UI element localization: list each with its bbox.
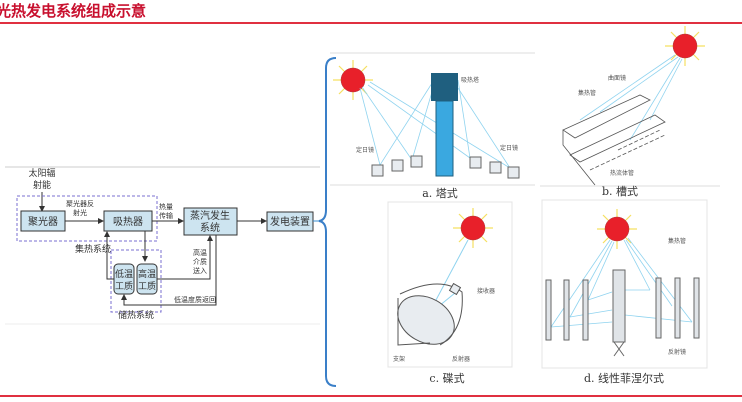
absorber-box: 吸热器 bbox=[113, 215, 143, 228]
tower-label: 吸热塔 bbox=[461, 76, 479, 84]
concentrator-box: 聚光器 bbox=[28, 215, 58, 228]
caption-a: a. 塔式 bbox=[422, 187, 458, 200]
high-tank-2: 工质 bbox=[138, 280, 156, 292]
storage-sys-label: 储热系统 bbox=[118, 309, 154, 321]
mirror-label: 曲面镜 bbox=[608, 74, 626, 82]
page-title: 光热发电系统组成示意 bbox=[0, 2, 147, 20]
steam-box: 蒸汽发生 bbox=[190, 209, 230, 222]
fluid-label: 热流体管 bbox=[610, 169, 634, 177]
panel-fresnel: 集热管 反射镜 d. 线性菲涅尔式 bbox=[541, 199, 708, 385]
support-label: 支架 bbox=[393, 355, 405, 363]
high-in-label-3: 送入 bbox=[193, 266, 207, 275]
title-divider bbox=[0, 22, 742, 24]
power-box: 发电装置 bbox=[270, 215, 310, 228]
caption-c: c. 碟式 bbox=[429, 372, 464, 385]
flow-diagram: 太阳辐 射能 聚光器 聚光器反 射光 吸热器 热量 传输 蒸汽发生 系统 发电装… bbox=[5, 166, 322, 325]
heliostat-label: 定日镜 bbox=[356, 146, 374, 154]
fresnel-tube-label: 集热管 bbox=[668, 237, 686, 245]
caption-b: b. 槽式 bbox=[602, 185, 638, 198]
solar-label-2: 射能 bbox=[33, 179, 51, 191]
footer-divider bbox=[0, 395, 742, 397]
panel-dish: 接收器 支架 反射器 c. 碟式 bbox=[387, 201, 513, 385]
panel-trough: 曲面镜 集热管 热流体管 b. 槽式 bbox=[540, 25, 720, 198]
heat-label: 热量 bbox=[159, 202, 173, 211]
solar-label: 太阳辐 bbox=[28, 167, 55, 179]
high-in-label: 高温 bbox=[193, 248, 207, 257]
tube-label: 集热管 bbox=[578, 89, 596, 97]
reflected-label: 聚光器反 bbox=[66, 199, 94, 208]
low-return-label: 低温度质返回 bbox=[174, 295, 216, 304]
receiver-label: 接收器 bbox=[477, 287, 495, 295]
fresnel-mirror-label: 反射镜 bbox=[668, 348, 686, 356]
high-tank: 高温 bbox=[138, 268, 156, 280]
reflector-label: 反射器 bbox=[452, 355, 470, 363]
heliostat-label-2: 定日镜 bbox=[500, 144, 518, 152]
high-in-label-2: 介质 bbox=[193, 257, 207, 266]
steam-box-2: 系统 bbox=[200, 221, 220, 234]
brace bbox=[318, 57, 337, 387]
reflected-label-2: 射光 bbox=[73, 208, 87, 217]
low-tank-2: 工质 bbox=[115, 280, 133, 292]
caption-d: d. 线性菲涅尔式 bbox=[584, 371, 664, 385]
collect-sys-label: 集热系统 bbox=[75, 243, 111, 255]
panel-tower: 吸热塔 定日镜 定日镜 a. 塔式 bbox=[330, 59, 535, 200]
heat-label-2: 传输 bbox=[159, 211, 173, 220]
low-tank: 低温 bbox=[115, 268, 133, 280]
